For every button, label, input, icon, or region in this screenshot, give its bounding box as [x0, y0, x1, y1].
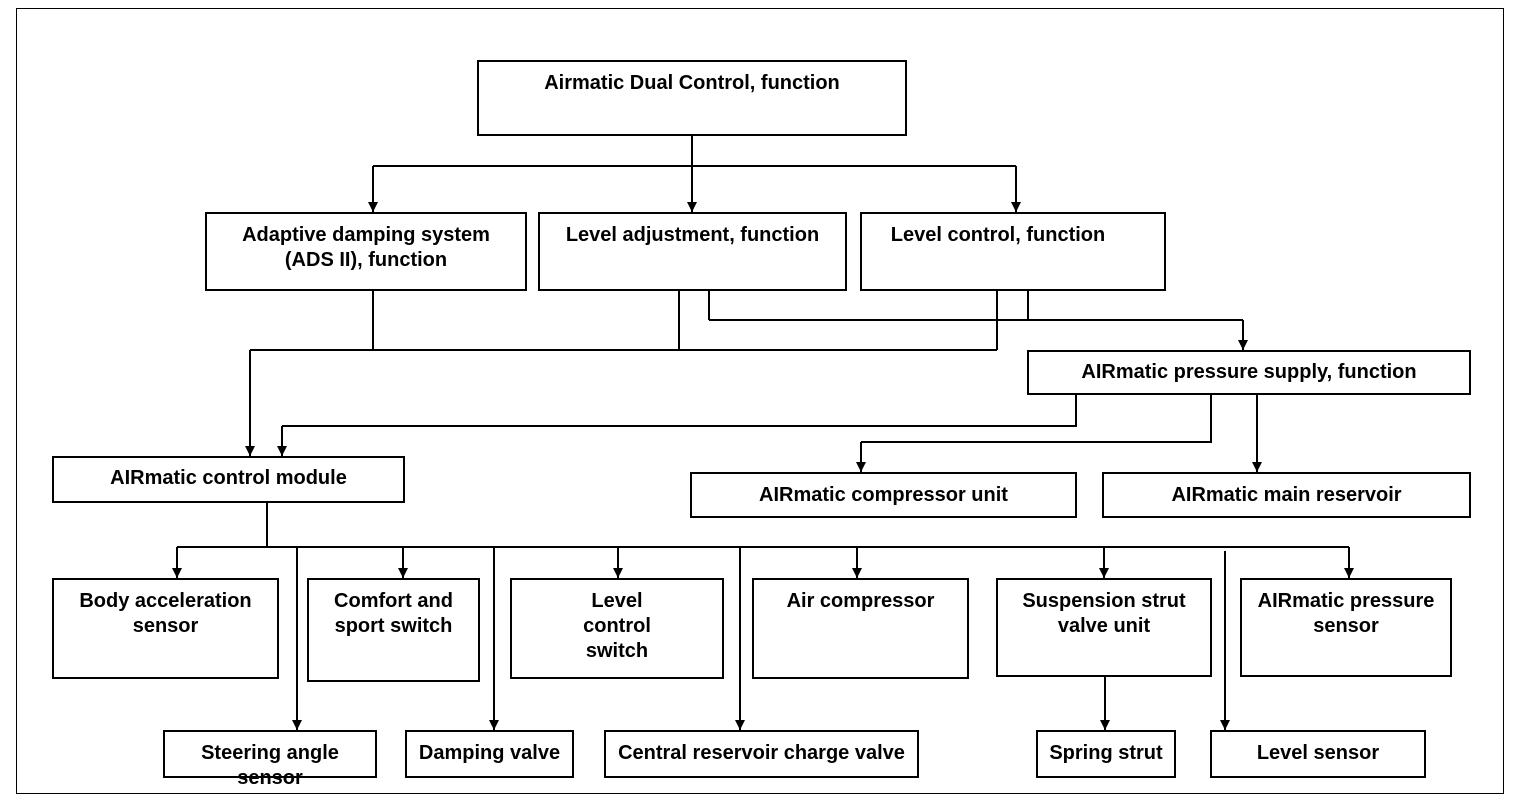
node-steering-angle-sensor: Steering angle sensor — [163, 730, 377, 789]
node-body-acceleration-sensor: Body acceleration sensor — [52, 578, 279, 679]
node-air-compressor: Air compressor — [752, 578, 969, 679]
line-supply-to-module — [282, 394, 1077, 427]
node-airmatic-dual-control: Airmatic Dual Control, function — [477, 60, 907, 136]
node-label: AIRmatic pressure sensor — [1257, 590, 1435, 637]
node-label: Level control, function — [890, 224, 1106, 246]
node-main-reservoir: AIRmatic main reservoir — [1102, 472, 1471, 518]
node-label: Suspension strut valve unit — [1022, 590, 1186, 637]
line-supply-to-compressor — [861, 394, 1212, 443]
node-label: Level adjustment, function — [565, 224, 820, 246]
node-label: Airmatic Dual Control, function — [544, 72, 840, 94]
node-level-control: Level control, function — [860, 212, 1166, 291]
diagram-frame — [16, 8, 1504, 794]
node-compressor-unit: AIRmatic compressor unit — [690, 472, 1077, 518]
node-label: Damping valve — [418, 742, 561, 764]
node-label: Comfort and sport switch — [334, 590, 453, 637]
node-label: Body acceleration sensor — [79, 590, 252, 637]
node-label: Level control switch — [583, 590, 651, 662]
node-label: Central reservoir charge valve — [618, 742, 905, 764]
node-label: AIRmatic pressure supply, function — [1081, 361, 1417, 383]
node-level-adjustment: Level adjustment, function — [538, 212, 847, 291]
node-damping-valve: Damping valve — [405, 730, 574, 778]
node-label: Adaptive damping system (ADS II), functi… — [242, 224, 490, 271]
node-comfort-sport-switch: Comfort and sport switch — [307, 578, 480, 682]
node-central-reservoir-charge-valve: Central reservoir charge valve — [604, 730, 919, 778]
node-label: Air compressor — [786, 590, 935, 612]
node-suspension-strut-valve-unit: Suspension strut valve unit — [996, 578, 1212, 677]
node-label: AIRmatic control module — [110, 467, 347, 489]
node-adaptive-damping-system: Adaptive damping system (ADS II), functi… — [205, 212, 527, 291]
node-label: Level sensor — [1256, 742, 1380, 764]
node-label: AIRmatic compressor unit — [759, 484, 1008, 506]
node-label: Spring strut — [1049, 742, 1163, 764]
node-label: AIRmatic main reservoir — [1171, 484, 1402, 506]
node-pressure-sensor: AIRmatic pressure sensor — [1240, 578, 1452, 677]
node-spring-strut: Spring strut — [1036, 730, 1176, 778]
node-label: Steering angle sensor — [201, 742, 339, 789]
node-level-sensor: Level sensor — [1210, 730, 1426, 778]
node-control-module: AIRmatic control module — [52, 456, 405, 503]
node-pressure-supply: AIRmatic pressure supply, function — [1027, 350, 1471, 395]
node-level-control-switch: Level control switch — [510, 578, 724, 679]
